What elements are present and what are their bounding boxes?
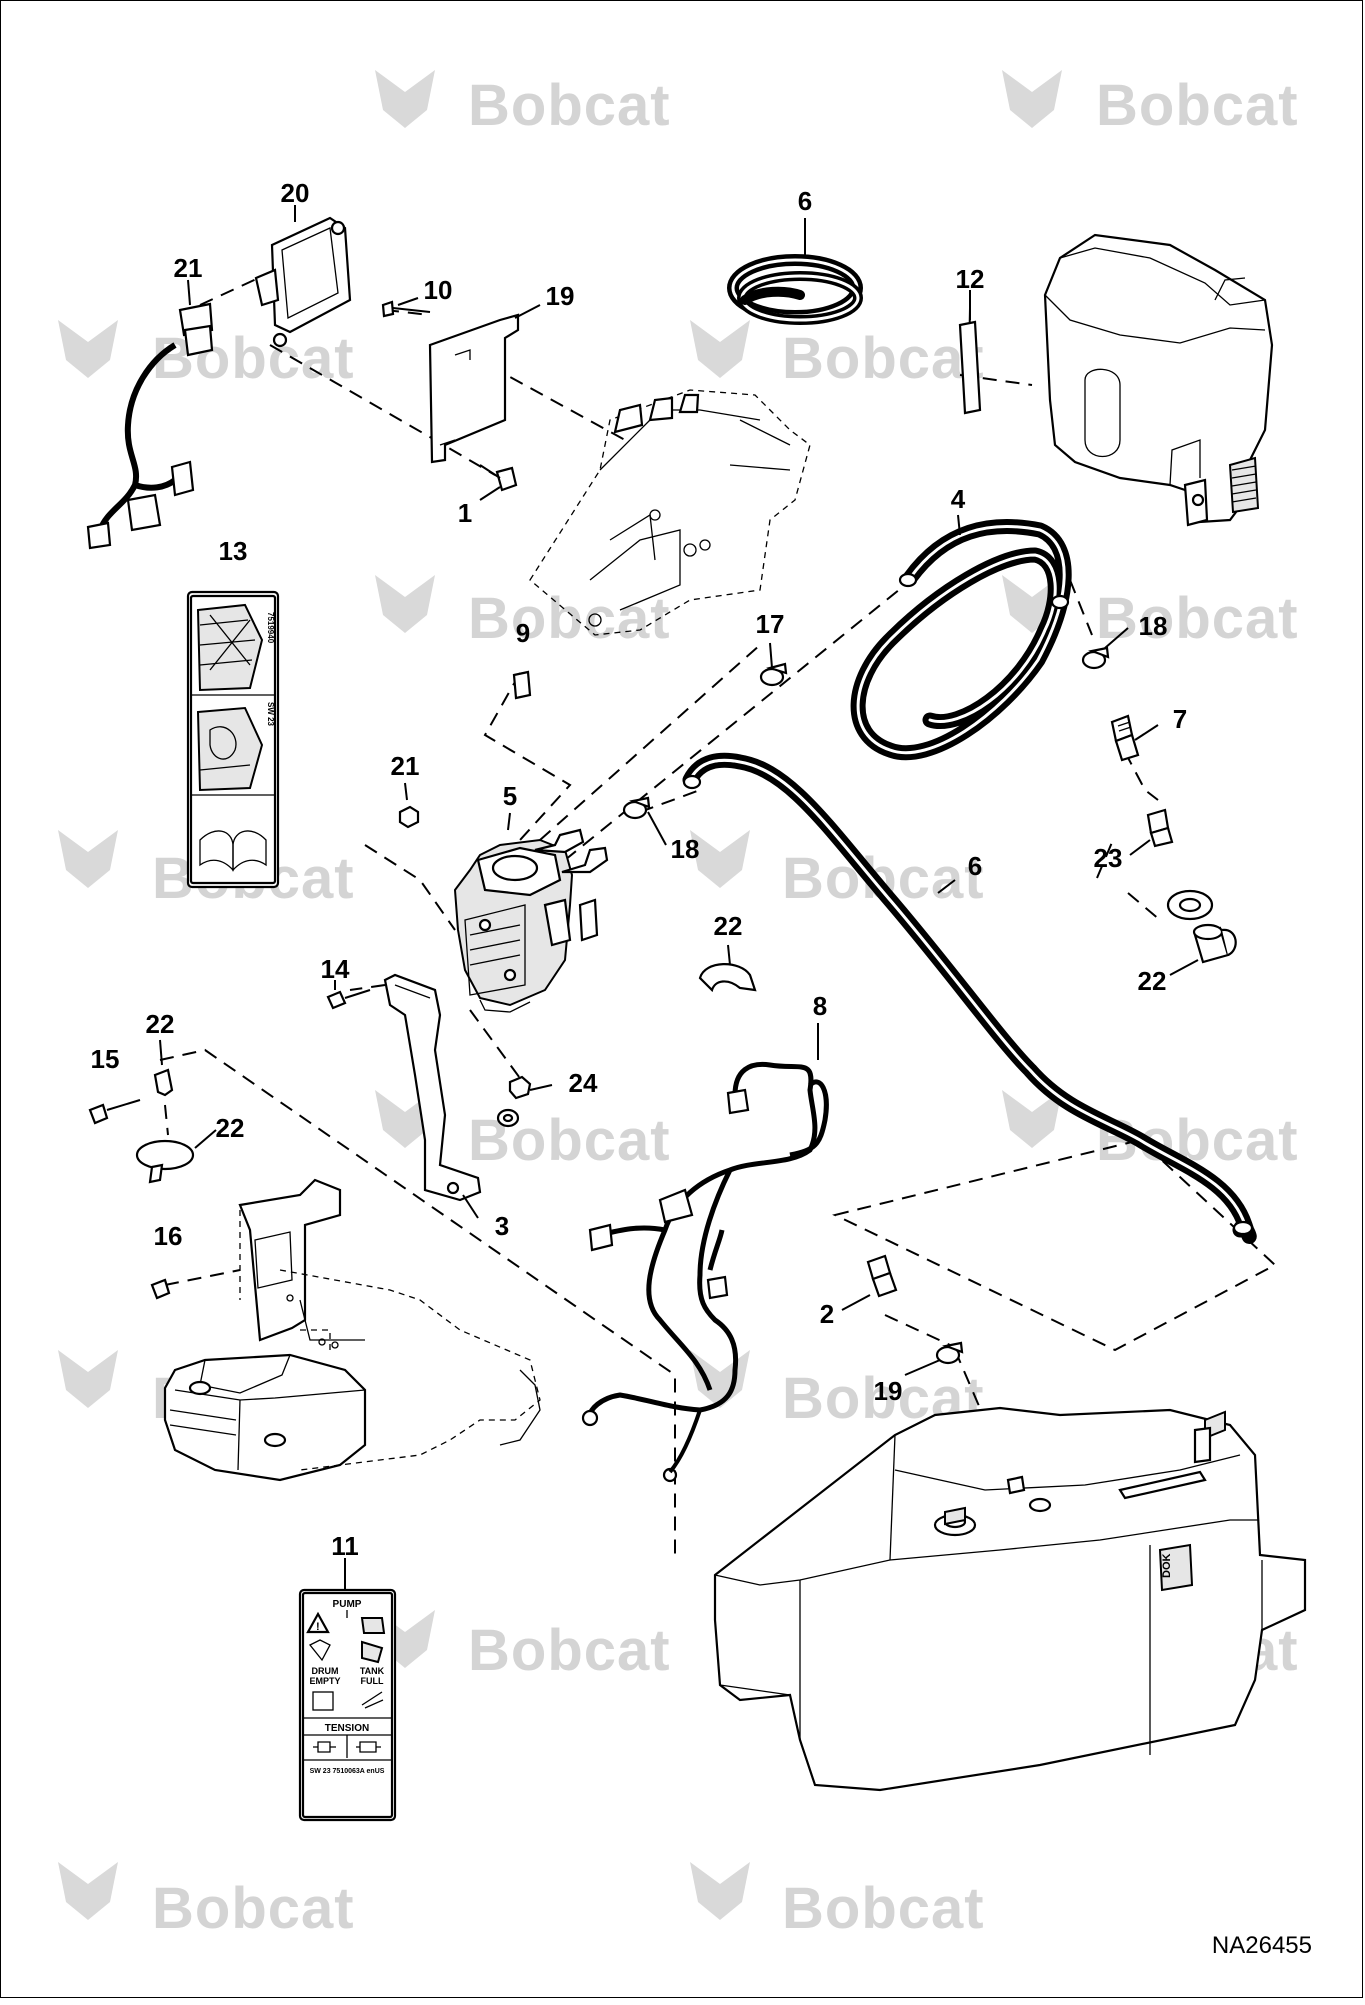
decal-part-code: SW 23 7510063A enUS (310, 1768, 385, 1775)
decal-label: DRUM (312, 1666, 339, 1676)
part-bolt-21-b (150, 1278, 171, 1300)
part-battery-area (163, 1178, 541, 1482)
part-pump-bracket (383, 973, 482, 1202)
callout-24: 24 (569, 1068, 598, 1098)
decal-label: PUMP (333, 1599, 362, 1610)
callout-18-b: 11 (331, 1531, 359, 1561)
decal-code: SW 23 (266, 702, 275, 727)
watermark-5: Bobcat (375, 575, 671, 651)
callout-20: 14 (321, 954, 350, 984)
watermark-2: Bobcat (1002, 70, 1299, 138)
watermark-text: Bobcat (1096, 586, 1299, 651)
callout-4: 20 (281, 178, 310, 208)
callout-11: 3 (495, 1211, 509, 1241)
callout-14: 6 (968, 851, 982, 881)
watermark-text: Bobcat (468, 586, 671, 651)
tank-mark: DOK (1161, 1554, 1173, 1579)
part-main-tank: DOK (713, 1406, 1307, 1792)
callout-21-a: 15 (91, 1044, 120, 1074)
part-clip-7 (153, 1068, 174, 1097)
callout-22-b: 18 (1139, 611, 1168, 641)
part-clamp-22-a (759, 662, 788, 687)
callout-12: 4 (951, 484, 966, 514)
callout-23: 21 (391, 751, 420, 781)
part-clamp-22-b (1081, 646, 1110, 670)
svg-text:!: ! (316, 1621, 320, 1633)
watermark-text: Bobcat (468, 1618, 671, 1683)
part-cap-8 (1192, 923, 1237, 964)
part-pump (453, 828, 609, 1013)
decal-19: 7519940 SW 23 (186, 590, 280, 889)
watermark-text: Bobcat (152, 1876, 355, 1941)
callout-22-c: 18 (671, 834, 700, 864)
decal-code: 7519940 (266, 612, 275, 644)
callout-19-b: 13 (219, 536, 248, 566)
watermark-1: Bobcat (375, 70, 671, 138)
part-bolt-21-a (88, 1099, 141, 1125)
part-washer-24 (496, 1108, 520, 1128)
callout-1: 1 (458, 498, 472, 528)
watermark-text: Bobcat (782, 1876, 985, 1941)
part-connector-harness (86, 302, 214, 550)
part-fitting-9 (1146, 808, 1174, 848)
part-nut-24 (508, 1075, 532, 1100)
part-bolt-20 (326, 989, 371, 1010)
part-reservoir-decal-19 (958, 320, 982, 415)
part-decal-18-small (512, 670, 532, 700)
part-clamp-22-d (935, 1341, 964, 1365)
part-reservoir (1043, 233, 1274, 527)
callout-8: 22 (1138, 966, 1167, 996)
decal-label: TANK (360, 1666, 385, 1676)
part-fitting-10 (866, 1254, 898, 1298)
watermark-10: Bobcat (1002, 1090, 1298, 1173)
part-nut-23 (398, 805, 420, 829)
callout-6-b: 22 (216, 1113, 245, 1143)
leader-lines (159, 205, 1199, 1590)
callout-6-a: 22 (714, 911, 743, 941)
watermark-text: Bobcat (468, 73, 671, 138)
part-cable-tie-6-a (135, 1139, 195, 1184)
callout-7: 22 (146, 1009, 175, 1039)
decal-label: FULL (361, 1676, 384, 1686)
callout-22-d: 19 (874, 1376, 903, 1406)
callout-18-a: 9 (516, 618, 530, 648)
callout-17: 8 (813, 991, 827, 1021)
part-hose-coil (727, 254, 863, 325)
callout-16: 7 (1173, 704, 1187, 734)
watermark-16: Bobcat (690, 1862, 985, 1941)
part-cable-tie-6-b (698, 963, 757, 993)
part-grommet-8 (1166, 889, 1214, 921)
callout-19-a: 12 (956, 264, 985, 294)
callout-13: 5 (503, 781, 517, 811)
part-hose-loop (850, 518, 1072, 761)
watermark-text: Bobcat (782, 326, 985, 391)
callout-9: 23 (1094, 843, 1123, 873)
callout-15: 6 (798, 186, 812, 216)
part-mounting-bracket (428, 313, 520, 464)
part-clamp-22-c (622, 796, 651, 820)
callout-22-a: 17 (756, 609, 785, 639)
callout-10: 2 (820, 1299, 834, 1329)
drawing-number: NA26455 (1212, 1932, 1312, 1959)
decal-18: PUMP ! DRUM EMPTY TANK FULL TENSION SW 2… (298, 1588, 397, 1822)
part-wire-harness (581, 1061, 829, 1483)
callout-2: 10 (424, 275, 453, 305)
watermark-4: Bobcat (690, 320, 985, 391)
watermark-15: Bobcat (58, 1862, 355, 1941)
decal-label: EMPTY (309, 1676, 340, 1686)
watermark-text: Bobcat (1096, 73, 1299, 138)
callout-3: 19 (546, 281, 575, 311)
callout-21-b: 16 (154, 1221, 183, 1251)
callouts: 1 10 19 20 21 22 22 22 22 23 2 3 4 5 6 6… (91, 178, 1188, 1561)
callout-5: 21 (174, 253, 203, 283)
part-bolt-2 (381, 300, 431, 318)
part-bolt-1 (479, 464, 518, 492)
part-controller-module (254, 216, 352, 348)
decal-label: TENSION (325, 1723, 369, 1734)
part-long-hose (682, 752, 1257, 1244)
part-frame-panel (529, 389, 811, 636)
part-fitting-16 (1110, 714, 1140, 762)
